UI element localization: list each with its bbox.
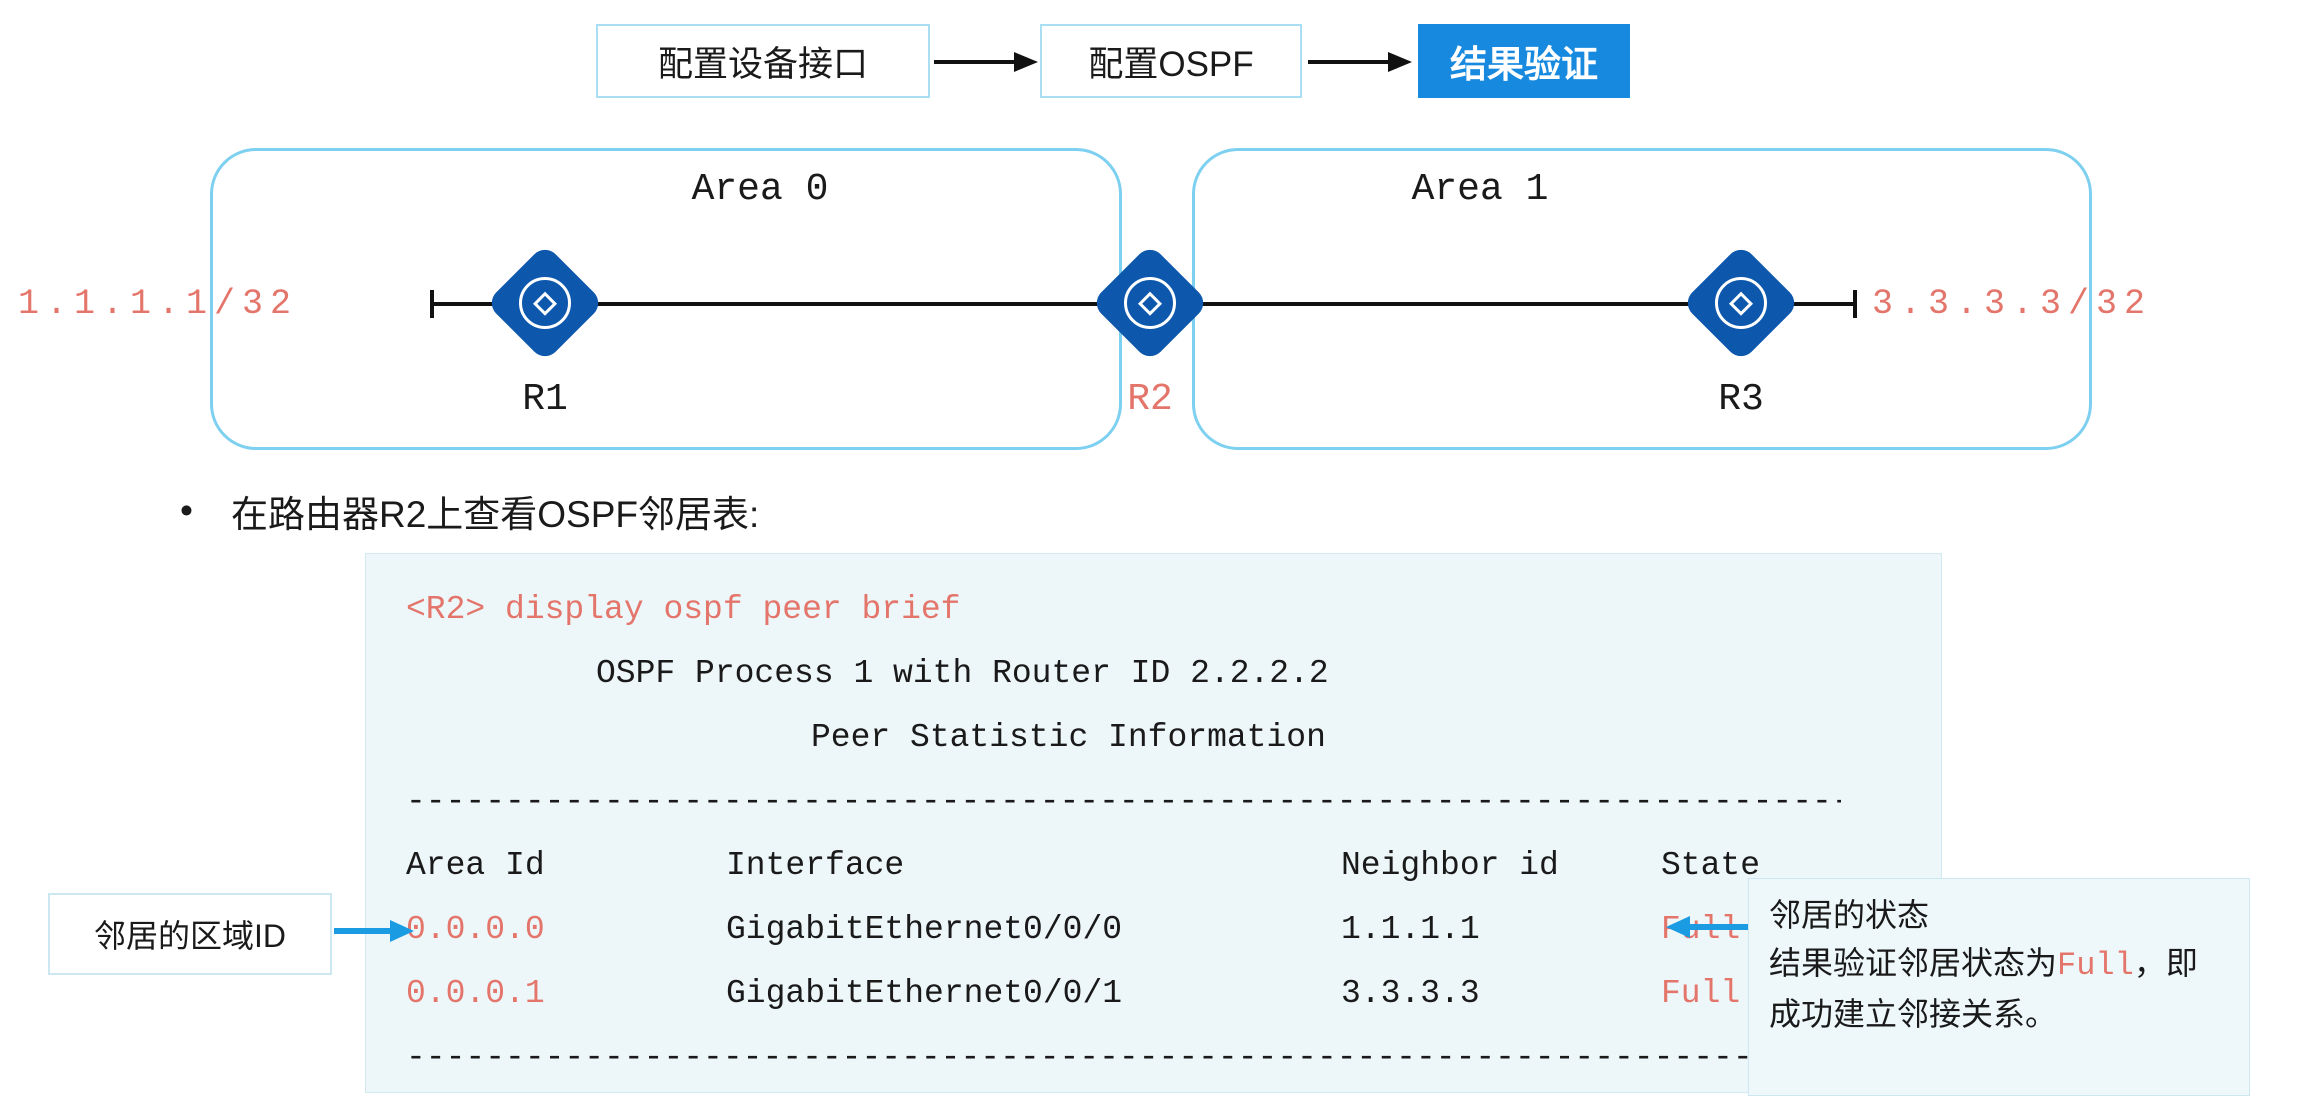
console-prompt: <R2> display ospf peer brief [406,591,961,628]
router-ring-icon [1113,266,1187,340]
router-core-icon [532,290,558,316]
callout-state-line3: 成功建立邻接关系。 [1769,996,2058,1032]
callout-state-line1: 邻居的状态 [1769,897,1930,933]
router-core-icon [1728,290,1754,316]
router-label-r1: R1 [522,378,568,421]
area0-boundary [210,148,1122,450]
flow-arrow-icon [1308,52,1412,72]
area1-label: Area 1 [1411,168,1549,211]
router-label-r3: R3 [1718,378,1764,421]
interface-tick-left [430,290,434,318]
caption-text: 在路由器R2上查看OSPF邻居表: [230,494,760,535]
flow-step-label: 配置设备接口 [657,44,868,84]
callout-state-line2-highlight: Full [2057,947,2134,984]
flow-step-label: 结果验证 [1450,44,1598,85]
cell-neighbor-id: 1.1.1.1 [1341,911,1480,948]
cell-area-id: 0.0.0.0 [406,911,545,948]
callout-state-line2-prefix: 结果验证邻居状态为 [1769,945,2058,981]
router-ring-icon [508,266,582,340]
header-state: State [1661,847,1761,884]
header-area-id: Area Id [406,847,545,884]
cell-neighbor-id: 3.3.3.3 [1341,975,1480,1012]
area1-boundary [1192,148,2092,450]
console-stat-line: Peer Statistic Information [811,719,1326,756]
peer-table-row: 0.0.0.1 GigabitEthernet0/0/1 3.3.3.3 Ful… [406,962,1906,1026]
router-core-icon [1137,290,1163,316]
header-interface: Interface [726,847,905,884]
cell-interface: GigabitEthernet0/0/1 [726,975,1123,1012]
callout-area-id: 邻居的区域ID [48,893,332,975]
callout-arrow-left-icon [1666,916,1748,938]
flow-step-verify-results: 结果验证 [1418,24,1630,98]
callout-state: 邻居的状态 结果验证邻居状态为Full，即 成功建立邻接关系。 [1748,878,2250,1096]
console-process-line: OSPF Process 1 with Router ID 2.2.2.2 [596,655,1329,692]
router-ring-icon [1704,266,1778,340]
flow-step-configure-ospf: 配置OSPF [1040,24,1302,98]
console-separator: ----------------------------------------… [406,783,1841,820]
bullet-icon: • [180,490,193,531]
flow-arrow-icon [934,52,1038,72]
cell-state: Full [1661,975,1741,1012]
caption-line: • 在路由器R2上查看OSPF邻居表: [180,484,759,538]
interface-tick-right [1853,290,1857,318]
peer-table-header: Area Id Interface Neighbor id State [406,834,1906,898]
cell-area-id: 0.0.0.1 [406,975,545,1012]
router-label-r2: R2 [1127,378,1173,421]
area0-label: Area 0 [691,168,829,211]
callout-state-line2: 结果验证邻居状态为Full，即 [1769,939,2229,990]
ip-label-right: 3.3.3.3/32 [1872,284,2153,324]
console-separator: ----------------------------------------… [406,1039,1841,1076]
ip-label-left: 1.1.1.1/32 [18,284,299,324]
cell-interface: GigabitEthernet0/0/0 [726,911,1123,948]
flow-step-configure-interfaces: 配置设备接口 [596,24,930,98]
header-neighbor-id: Neighbor id [1341,847,1559,884]
console-output: <R2> display ospf peer brief OSPF Proces… [365,553,1942,1093]
callout-area-id-text: 邻居的区域ID [93,918,286,954]
callout-state-line2-suffix: ，即 [2133,945,2198,981]
flow-step-label: 配置OSPF [1088,44,1254,84]
callout-arrow-right-icon [334,920,414,942]
